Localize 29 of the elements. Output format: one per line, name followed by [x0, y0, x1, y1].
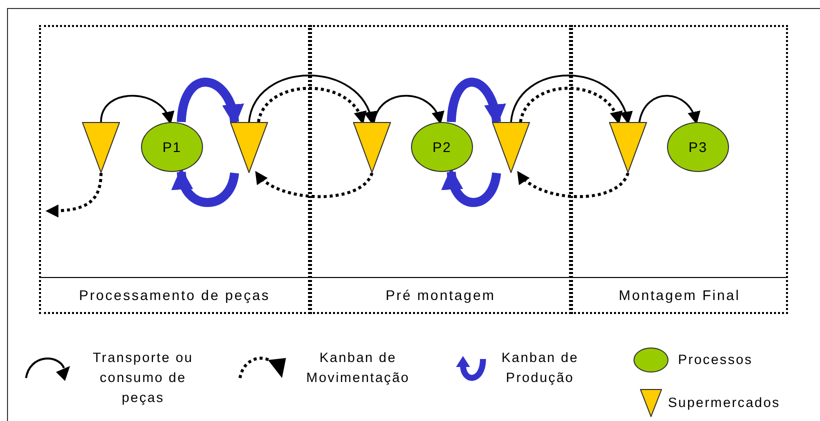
- supermarket-triangle: [492, 122, 530, 173]
- arrow: [100, 94, 173, 124]
- arrow: [248, 74, 376, 124]
- stage-label: Pré montagem: [386, 287, 496, 303]
- stage-label: Montagem Final: [618, 287, 740, 303]
- legend-text: Transporte ou consumo de peças: [92, 349, 194, 407]
- dotted-arrow: [519, 86, 621, 124]
- dotted-arrow: [516, 171, 630, 198]
- legend-text: Processos: [678, 351, 754, 369]
- supermarket-triangle: [230, 122, 268, 173]
- stage-column: [310, 25, 571, 314]
- stage-column: [39, 25, 310, 314]
- dotted-arrow: [45, 172, 102, 218]
- arrow: [638, 94, 700, 124]
- process-ellipse: P2: [411, 122, 473, 172]
- arrow: [373, 94, 443, 124]
- stage-column: [571, 25, 788, 314]
- legend-text: Supermercados: [668, 394, 782, 412]
- legend-text: Kanban de Movimentação: [305, 349, 411, 387]
- process-ellipse: P1: [141, 122, 203, 172]
- dotted-arrow: [254, 171, 374, 198]
- supermarket-triangle: [82, 122, 120, 173]
- legend-text: Kanban de Produção: [500, 349, 580, 387]
- process-ellipse: P3: [667, 122, 729, 172]
- supermarket-triangle: [353, 122, 391, 173]
- arrow: [510, 74, 632, 124]
- supermarket-triangle: [609, 122, 647, 173]
- dotted-arrow: [257, 86, 365, 124]
- stage-label: Processamento de peças: [79, 287, 270, 303]
